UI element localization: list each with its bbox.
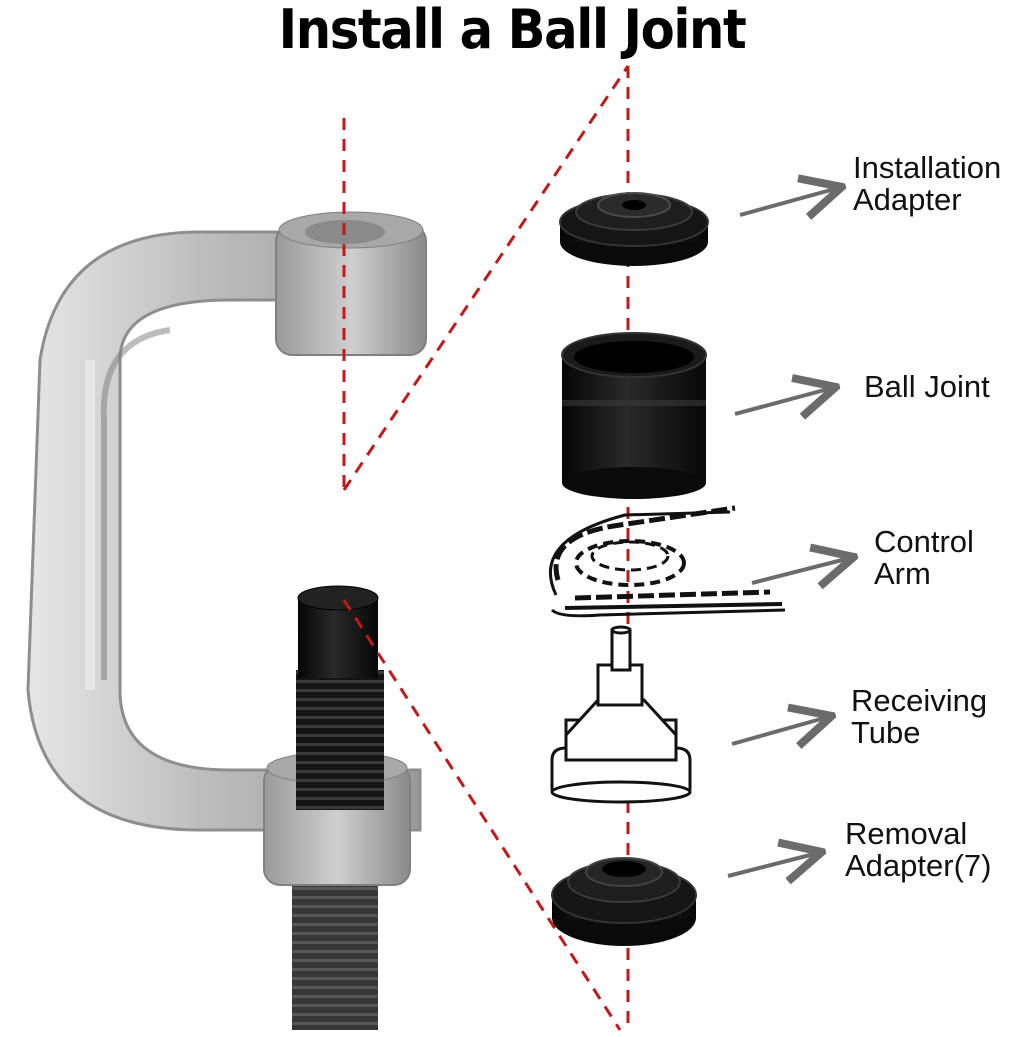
forcing-screw <box>296 585 384 810</box>
label-control-arm: Control Arm <box>874 524 974 591</box>
label-ball-joint: Ball Joint <box>864 369 990 404</box>
arrow-control-arm <box>751 558 850 583</box>
ball-joint-part <box>561 332 707 499</box>
arrow-removal-adapter <box>727 853 818 876</box>
upper-boss <box>275 211 427 356</box>
page-title: Install a Ball Joint <box>278 0 747 61</box>
callout-arrows <box>727 188 850 876</box>
removal-adapter-part <box>551 857 697 946</box>
installation-adapter-part <box>559 192 709 266</box>
label-removal-adapter: Removal Adapter(7) <box>845 816 992 883</box>
label-installation-adapter: Installation Adapter <box>853 150 1002 217</box>
control-arm-part <box>549 505 786 618</box>
label-receiving-tube: Receiving Tube <box>851 683 988 750</box>
arrow-installation-adapter <box>739 188 838 215</box>
arrow-receiving-tube <box>731 717 828 744</box>
receiving-tube-part <box>550 625 692 804</box>
arrow-ball-joint <box>734 388 832 414</box>
